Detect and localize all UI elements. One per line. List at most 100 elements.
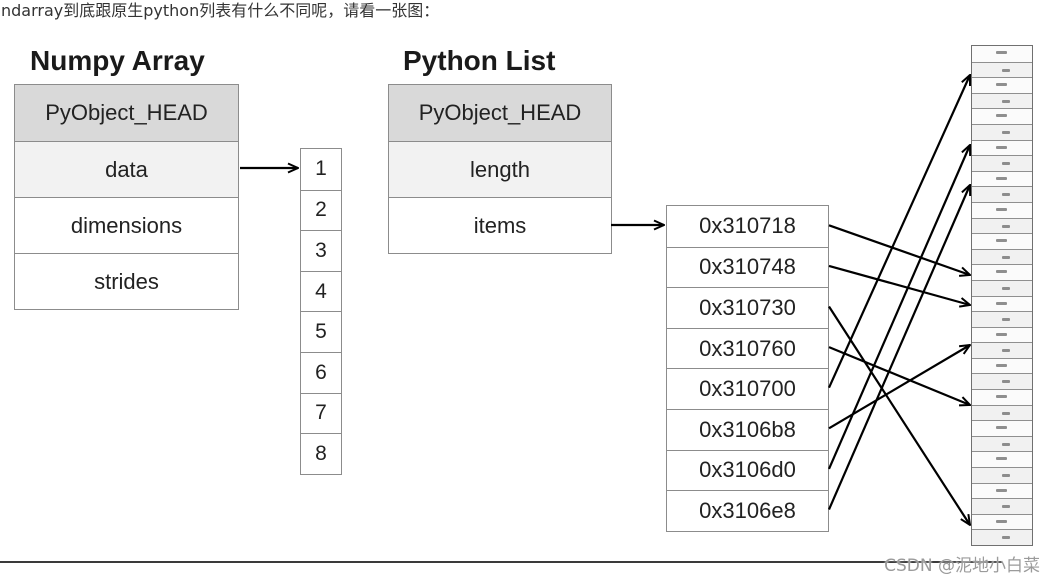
list-field-length: length — [389, 141, 611, 197]
item-address-cell: 0x310748 — [667, 246, 828, 288]
memory-cell-glyph — [1002, 68, 1010, 72]
memory-cell-glyph — [1002, 411, 1010, 415]
memory-cell-glyph — [996, 426, 1007, 430]
memory-cell — [972, 77, 1032, 93]
memory-cell — [972, 326, 1032, 343]
memory-cell — [972, 248, 1032, 265]
memory-cell-glyph — [996, 239, 1007, 243]
item-pointer-arrow — [828, 305, 970, 526]
memory-cell — [972, 513, 1032, 530]
memory-cell — [972, 170, 1032, 187]
memory-cell — [972, 264, 1032, 280]
list-field-pyobject-head: PyObject_HEAD — [389, 85, 611, 141]
memory-cell-glyph — [996, 363, 1007, 367]
memory-cell — [972, 233, 1032, 249]
item-pointer-arrow — [828, 264, 970, 305]
item-pointer-links — [827, 75, 972, 526]
numpy-data-buffer: 1 2 3 4 5 6 7 8 — [300, 148, 342, 475]
item-pointer-arrow — [828, 345, 970, 430]
item-pointer-arrow — [827, 75, 972, 389]
memory-cell — [972, 279, 1032, 296]
memory-cell-glyph — [996, 395, 1007, 399]
item-pointer-arrow — [828, 346, 970, 405]
memory-cell-glyph — [996, 519, 1007, 523]
memory-cell — [972, 139, 1032, 156]
numpy-array-title: Numpy Array — [30, 45, 205, 76]
memory-cell — [972, 61, 1032, 78]
item-address-cell: 0x310760 — [667, 327, 828, 369]
memory-cell — [972, 357, 1032, 374]
python-list-struct: PyObject_HEAD length items — [388, 84, 612, 254]
item-address-cell: 0x3106e8 — [667, 490, 828, 531]
memory-cell-glyph — [996, 145, 1007, 149]
memory-cell-glyph — [996, 51, 1007, 54]
list-field-items: items — [389, 197, 611, 253]
memory-cell — [972, 46, 1032, 62]
data-value-cell: 3 — [301, 230, 341, 271]
memory-cell — [972, 217, 1032, 234]
item-address-cell: 0x310730 — [667, 287, 828, 328]
numpy-field-strides: strides — [15, 253, 238, 309]
memory-cell-glyph — [1002, 162, 1010, 166]
memory-cell-glyph — [996, 488, 1007, 492]
item-address-cell: 0x3106d0 — [667, 449, 828, 491]
item-address-cell: 0x310718 — [699, 213, 796, 239]
item-address-array: 0x310718 0x310748 0x310730 0x310760 0x31… — [666, 205, 829, 532]
memory-cell — [972, 295, 1032, 312]
memory-cell-glyph — [1002, 349, 1010, 353]
intro-text: ndarray到底跟原生python列表有什么不同呢，请看一张图： — [1, 1, 440, 20]
memory-cell-glyph — [1002, 224, 1010, 228]
numpy-array-struct: PyObject_HEAD data dimensions strides — [14, 84, 239, 310]
memory-cell — [972, 155, 1032, 171]
memory-cell — [972, 92, 1032, 109]
memory-cell — [972, 123, 1032, 140]
memory-cell-glyph — [1002, 286, 1010, 290]
item-address-cell: 0x310700 — [667, 368, 828, 409]
data-value-cell: 4 — [301, 270, 341, 312]
memory-cell-glyph — [996, 270, 1007, 274]
memory-cell — [972, 498, 1032, 514]
bottom-divider — [0, 561, 1002, 563]
memory-cell-glyph — [1002, 255, 1010, 259]
memory-cell — [972, 482, 1032, 499]
memory-cell — [972, 451, 1032, 468]
memory-cell-glyph — [1002, 130, 1010, 134]
memory-cell-glyph — [996, 83, 1007, 87]
memory-cell — [972, 186, 1032, 202]
item-pointer-arrow — [827, 145, 970, 470]
data-value-cell: 8 — [301, 433, 341, 474]
memory-cell — [972, 373, 1032, 390]
memory-cell — [972, 342, 1032, 358]
memory-cell — [972, 435, 1032, 452]
numpy-field-dimensions: dimensions — [15, 197, 238, 253]
memory-cell-glyph — [1002, 536, 1010, 540]
memory-cell-glyph — [1002, 318, 1010, 322]
memory-cell — [972, 389, 1032, 405]
memory-cell-glyph — [1002, 505, 1010, 509]
memory-cell-glyph — [996, 207, 1007, 211]
item-pointer-arrow — [828, 224, 970, 275]
memory-cell-glyph — [996, 176, 1007, 180]
memory-cell-glyph — [1002, 474, 1010, 478]
memory-cell — [972, 311, 1032, 327]
numpy-field-pyobject-head: PyObject_HEAD — [15, 85, 238, 141]
data-value-cell: 1 — [315, 157, 327, 181]
memory-cell-glyph — [1002, 442, 1010, 446]
memory-cell-glyph — [1002, 193, 1010, 197]
heap-memory-column — [971, 45, 1033, 546]
memory-cell — [972, 404, 1032, 421]
memory-cell-glyph — [996, 457, 1007, 461]
memory-cell — [972, 201, 1032, 218]
memory-cell-glyph — [996, 301, 1007, 305]
memory-cell — [972, 467, 1032, 483]
memory-cell — [972, 529, 1032, 545]
data-value-cell: 5 — [301, 311, 341, 352]
memory-cell — [972, 420, 1032, 436]
python-list-title: Python List — [403, 45, 556, 76]
memory-cell-glyph — [996, 114, 1007, 118]
memory-cell — [972, 108, 1032, 124]
data-value-cell: 2 — [301, 189, 341, 231]
watermark: CSDN @泥地小白菜 — [884, 556, 1040, 576]
memory-cell-glyph — [1002, 380, 1010, 384]
